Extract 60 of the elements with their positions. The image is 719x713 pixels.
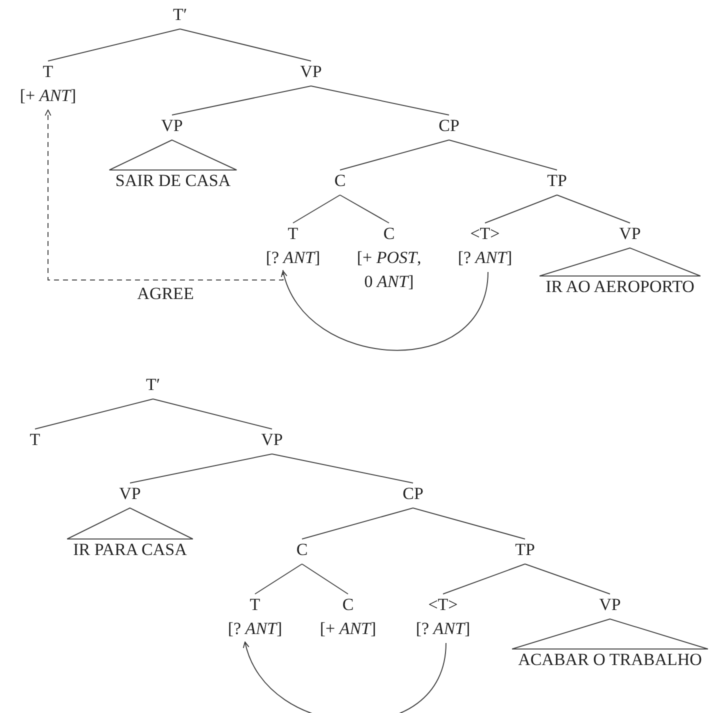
- tree-branch: [442, 564, 526, 594]
- category-label: C: [382, 223, 396, 245]
- tree-branch: [340, 140, 450, 170]
- movement-arrow: [244, 642, 446, 713]
- category-label: T: [248, 594, 262, 616]
- tree-node-label: ACABAR O TRABALHO: [518, 648, 702, 672]
- tree-branch: [524, 564, 610, 594]
- tree-branch: [130, 454, 272, 484]
- tree-node-label: VP: [119, 482, 141, 506]
- tree-branch: [302, 508, 414, 540]
- tree-node-label: SAIR DE CASA: [115, 169, 231, 193]
- tree-node-label: C: [334, 169, 346, 193]
- tree-node-label: VP: [599, 593, 621, 617]
- tree-branch: [48, 28, 180, 62]
- tree-branch: [254, 564, 302, 594]
- tree-node-label: IR PARA CASA: [73, 538, 187, 562]
- tree-branch: [484, 194, 558, 224]
- tree-branch: [302, 564, 348, 594]
- tree-node-label: VP: [619, 222, 641, 246]
- tree-branch: [412, 508, 526, 540]
- tree-branch: [180, 28, 312, 62]
- category-label: <T>: [427, 594, 459, 616]
- category-label: T: [42, 61, 54, 83]
- triangle-branch: [66, 507, 194, 540]
- triangle-branch: [108, 139, 238, 170]
- agree-arrow: [44, 110, 284, 280]
- feature-label: [? ANT]: [228, 618, 282, 640]
- tree-node-label: VP: [300, 60, 322, 84]
- tree-node-label: VP: [161, 114, 183, 138]
- tree-node-label: TP: [515, 538, 535, 562]
- category-label: C: [341, 594, 355, 616]
- tree-node-label: T: [30, 428, 40, 452]
- tree-branch: [340, 194, 390, 224]
- feature-label: [+ ANT]: [320, 618, 376, 640]
- feature-label: [+ POST, 0 ANT]: [356, 247, 422, 293]
- tree-branch: [556, 194, 630, 224]
- triangle-branch: [512, 618, 708, 650]
- tree-node-label: CP: [438, 114, 460, 138]
- feature-label: [? ANT]: [266, 247, 320, 269]
- tree-branch: [448, 140, 558, 170]
- tree-node-label: TP: [547, 169, 567, 193]
- movement-arrow: [282, 270, 488, 351]
- tree-branch: [292, 194, 340, 224]
- tree-node-label: T′: [146, 373, 160, 397]
- tree-branch: [152, 398, 272, 430]
- category-label: <T>: [469, 223, 501, 245]
- tree-branch: [34, 398, 154, 430]
- feature-label: [? ANT]: [458, 247, 512, 269]
- feature-label: [+ ANT]: [20, 85, 76, 107]
- feature-label: [? ANT]: [416, 618, 470, 640]
- tree-node-label: C: [296, 538, 308, 562]
- triangle-branch: [539, 247, 701, 276]
- tree-node-label: CP: [402, 482, 424, 506]
- tree-node-label: VP: [261, 428, 283, 452]
- category-label: T: [286, 223, 300, 245]
- tree-node-label: T′: [172, 3, 188, 27]
- tree-branch: [310, 86, 450, 116]
- tree-branch: [172, 86, 312, 116]
- tree-branch: [272, 454, 414, 484]
- tree-node-label: IR AO AEROPORTO: [546, 275, 694, 299]
